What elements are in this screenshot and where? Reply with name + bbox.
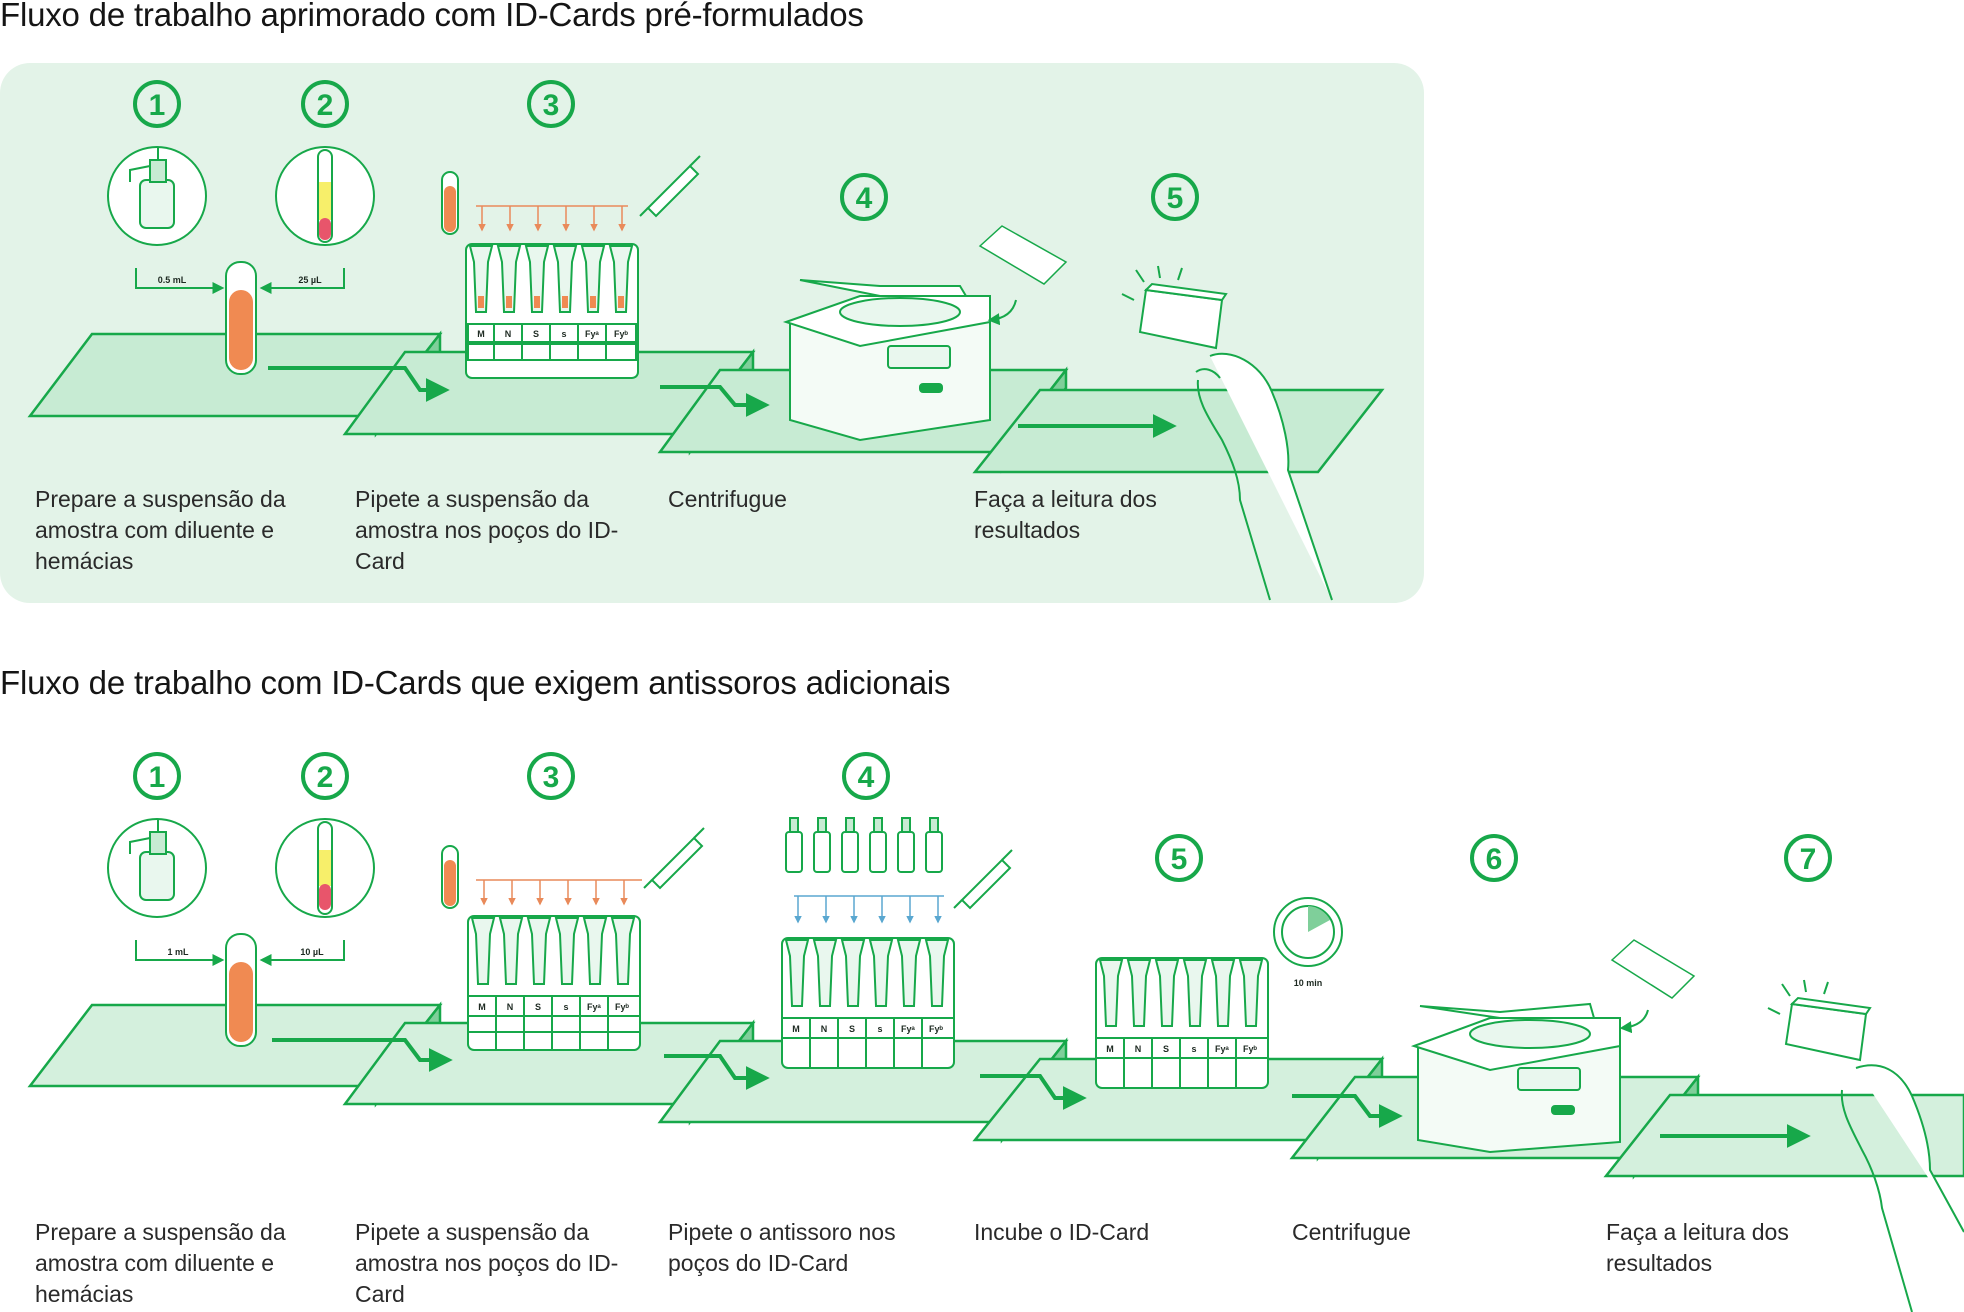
svg-text:N: N — [505, 329, 512, 339]
volume-label-diluent: 0.5 mL — [158, 275, 187, 285]
id-card-icon — [467, 915, 641, 1051]
incubation-timer-icon — [1273, 897, 1343, 967]
step-numbers — [133, 80, 1199, 221]
sample-tube-icon — [225, 261, 257, 375]
antiserum-vials-icon — [785, 817, 943, 873]
svg-text:M: M — [1106, 1044, 1114, 1054]
flow-arrows — [268, 366, 1177, 438]
svg-text:Fyᵃ: Fyᵃ — [1215, 1044, 1230, 1054]
svg-text:M: M — [478, 1002, 486, 1012]
svg-text:S: S — [849, 1024, 855, 1034]
flow-arrows-2 — [272, 1038, 1811, 1148]
step-number-2: 2 — [317, 89, 334, 122]
svg-text:S: S — [533, 329, 539, 339]
svg-text:N: N — [821, 1024, 828, 1034]
svg-text:s: s — [877, 1024, 882, 1034]
id-card-icon — [1095, 957, 1269, 1089]
step-caption-2: Pipete a suspensão da amostra nos poços … — [355, 486, 619, 574]
sparkle-lines — [1121, 265, 1183, 301]
step2-number-2: 2 — [317, 761, 334, 794]
sample-tube-small — [441, 171, 459, 235]
dispenser-bottle-icon — [107, 818, 207, 918]
step2-caption-1: Prepare a suspensão da amostra com dilue… — [35, 1219, 286, 1307]
pipette-icon — [953, 849, 1013, 910]
step2-caption-6: Faça a leitura dos resultados — [1606, 1219, 1789, 1276]
svg-text:S: S — [1163, 1044, 1169, 1054]
step2-number-6: 6 — [1486, 843, 1503, 876]
svg-text:M: M — [477, 329, 485, 339]
svg-text:s: s — [1191, 1044, 1196, 1054]
svg-text:Fyᵇ: Fyᵇ — [615, 1002, 630, 1012]
hand-card-icon — [1138, 282, 1333, 601]
svg-text:Fyᵇ: Fyᵇ — [1243, 1044, 1258, 1054]
step-caption-1: Prepare a suspensão da amostra com dilue… — [35, 486, 286, 574]
step2-number-5: 5 — [1171, 843, 1188, 876]
section-title-additional-antisera: Fluxo de trabalho com ID-Cards que exige… — [0, 664, 951, 701]
volume-label-sample-2: 10 µL — [300, 947, 324, 957]
id-card-icon — [781, 937, 955, 1069]
svg-text:Fyᵇ: Fyᵇ — [929, 1024, 944, 1034]
blood-tube-icon — [275, 818, 375, 918]
svg-text:Fyᵃ: Fyᵃ — [901, 1024, 916, 1034]
small-card-icon — [978, 225, 1068, 285]
step-numbers-2 — [133, 752, 1832, 882]
svg-text:Fyᵃ: Fyᵃ — [587, 1002, 602, 1012]
step2-number-4: 4 — [858, 761, 875, 794]
step-number-4: 4 — [856, 182, 873, 215]
platform-4 — [972, 388, 1385, 474]
step-number-5: 5 — [1167, 182, 1184, 215]
svg-text:S: S — [535, 1002, 541, 1012]
step2-number-7: 7 — [1800, 843, 1817, 876]
card-column-labels: M N S s Fyᵃ Fyᵇ — [477, 329, 628, 339]
sample-tube-icon — [225, 933, 257, 1047]
volume-label-diluent-2: 1 mL — [167, 947, 189, 957]
pipette-icon — [643, 827, 705, 890]
step2-caption-2: Pipete a suspensão da amostra nos poços … — [355, 1219, 619, 1307]
section-title-preformulated: Fluxo de trabalho aprimorado com ID-Card… — [0, 0, 864, 33]
step-number-3: 3 — [543, 89, 560, 122]
blood-tube-icon — [275, 146, 375, 246]
platform-steps-2 — [27, 1001, 1964, 1180]
step-caption-5: Faça a leitura dos resultados — [974, 486, 1157, 543]
dispenser-bottle-icon — [107, 146, 207, 246]
svg-text:s: s — [561, 329, 566, 339]
svg-text:s: s — [563, 1002, 568, 1012]
svg-text:Fyᵃ: Fyᵃ — [585, 329, 600, 339]
svg-text:M: M — [792, 1024, 800, 1034]
dispense-arrows — [476, 205, 628, 232]
step2-number-3: 3 — [543, 761, 560, 794]
svg-text:N: N — [507, 1002, 514, 1012]
svg-text:Fyᵇ: Fyᵇ — [614, 329, 629, 339]
step-caption-4: Centrifugue — [668, 486, 787, 512]
volume-label-sample: 25 µL — [298, 275, 322, 285]
pipette-icon — [639, 155, 701, 218]
svg-text:N: N — [1135, 1044, 1142, 1054]
centrifuge-icon — [1410, 1002, 1621, 1154]
step2-caption-5: Centrifugue — [1292, 1219, 1411, 1245]
small-card-icon — [1610, 939, 1696, 999]
timer-label: 10 min — [1294, 978, 1323, 988]
step2-number-1: 1 — [149, 761, 166, 794]
centrifuge-icon — [782, 279, 991, 442]
id-card-icon — [465, 243, 639, 379]
step-number-1: 1 — [149, 89, 166, 122]
step2-caption-3: Pipete o antissoro nos poços do ID-Card — [668, 1219, 896, 1276]
workflow-diagram-preformulated: 1 2 3 4 5 0.5 mL 25 µL — [27, 80, 1385, 601]
step2-caption-4: Incube o ID-Card — [974, 1219, 1150, 1245]
